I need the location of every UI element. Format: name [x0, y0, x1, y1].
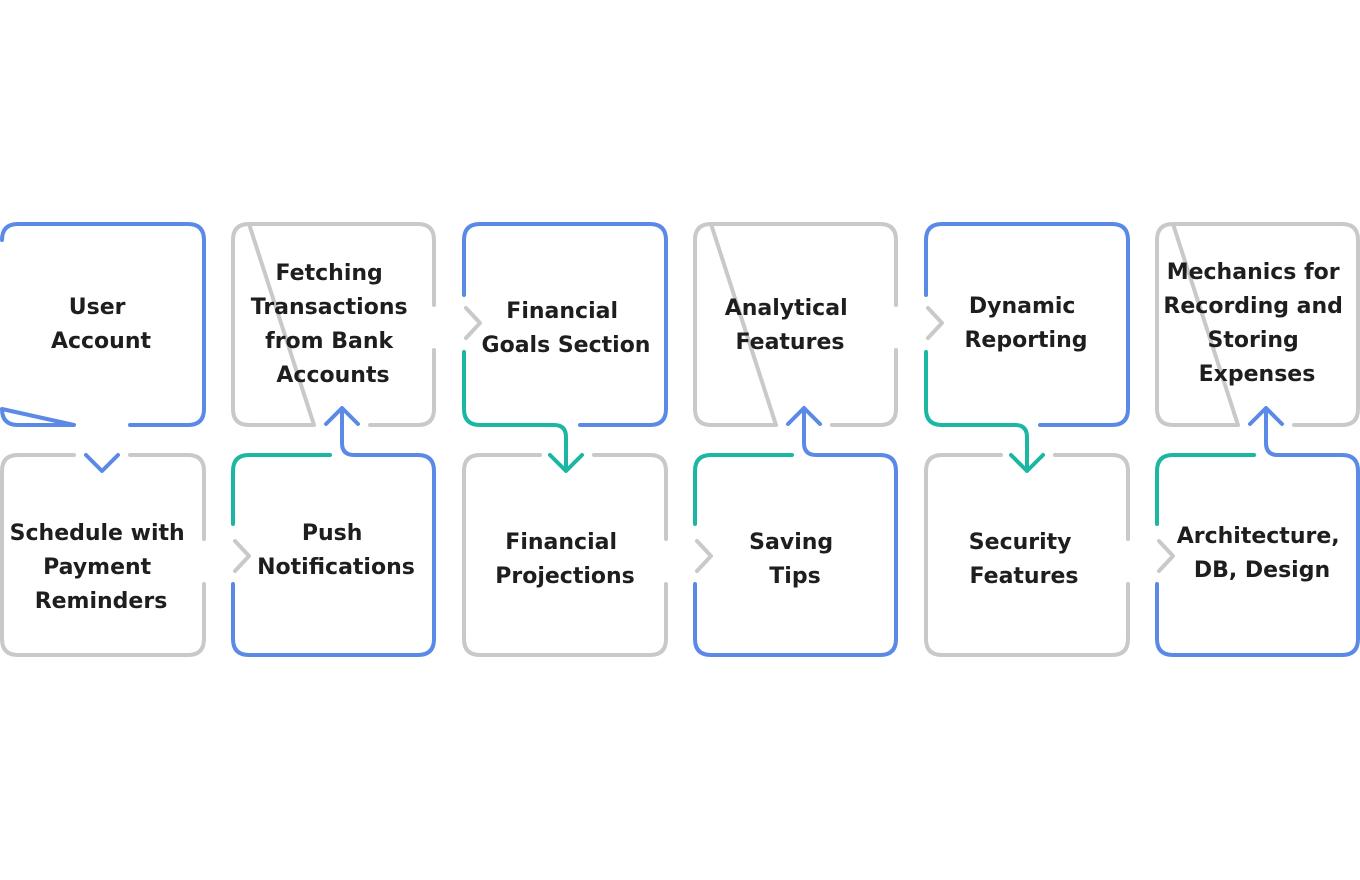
arrowhead-right-2	[464, 306, 482, 340]
step-financial-goals-blue-border	[462, 222, 668, 427]
arrowhead-down-1	[84, 453, 120, 473]
step-push-notifications-label: Push Notifications	[257, 521, 415, 580]
arrowhead-up-3	[1248, 406, 1284, 426]
arrowhead-right-4	[926, 306, 944, 340]
step-security-features-border	[924, 453, 1130, 657]
step-security-features-label: Security Features	[969, 530, 1079, 589]
step-financial-goals-teal-border	[462, 350, 568, 470]
arrowhead-up-1	[324, 406, 360, 426]
step-dynamic-reporting-label: Dynamic Reporting	[964, 294, 1087, 353]
arrowhead-right-5	[1157, 539, 1175, 573]
step-architecture: Architecture, DB, Design	[1155, 410, 1360, 657]
step-fetching-transactions: Fetching Transactions from Bank Accounts	[231, 222, 436, 427]
step-expenses-mechanics-label: Mechanics for Recording and Storing Expe…	[1163, 260, 1350, 387]
step-analytical-features: Analytical Features	[693, 222, 898, 427]
arrowhead-up-2	[786, 406, 822, 426]
step-financial-projections-label: Financial Projections	[495, 530, 635, 589]
step-dynamic-reporting-blue-border	[924, 222, 1130, 427]
step-saving-tips-blue-border	[693, 410, 898, 657]
arrowhead-down-3	[1009, 453, 1045, 473]
step-security-features: Security Features	[924, 453, 1130, 657]
step-architecture-blue-border	[1155, 410, 1360, 657]
step-dynamic-reporting-teal-border	[924, 350, 1029, 470]
step-analytical-features-border	[693, 222, 898, 427]
step-push-notifications-teal-border	[231, 453, 332, 526]
step-financial-goals: Financial Goals Section	[462, 222, 668, 470]
step-user-account: User Account	[0, 222, 206, 427]
step-fetching-transactions-border	[231, 222, 436, 427]
step-saving-tips: Saving Tips	[693, 410, 898, 657]
step-financial-projections-border	[462, 453, 668, 657]
step-push-notifications: Push Notifications	[231, 410, 436, 657]
step-user-account-border	[0, 222, 206, 427]
step-dynamic-reporting: Dynamic Reporting	[924, 222, 1130, 470]
step-saving-tips-teal-border	[693, 453, 794, 526]
step-expenses-mechanics: Mechanics for Recording and Storing Expe…	[1155, 222, 1360, 427]
step-user-account-label: User Account	[51, 295, 152, 354]
arrowhead-down-2	[548, 453, 584, 473]
step-financial-projections: Financial Projections	[462, 453, 668, 657]
step-push-notifications-blue-border	[231, 410, 436, 657]
step-payment-reminders-border	[0, 453, 206, 657]
step-fetching-transactions-label: Fetching Transactions from Bank Accounts	[251, 261, 416, 388]
step-payment-reminders: Schedule with Payment Reminders	[0, 453, 206, 657]
step-financial-goals-label: Financial Goals Section	[482, 299, 651, 358]
step-architecture-label: Architecture, DB, Design	[1177, 524, 1348, 583]
step-payment-reminders-label: Schedule with Payment Reminders	[10, 521, 193, 614]
arrowhead-right-3	[695, 539, 713, 573]
arrowhead-right-1	[233, 539, 251, 573]
step-architecture-teal-border	[1155, 453, 1256, 526]
step-saving-tips-label: Saving Tips	[749, 530, 841, 589]
step-analytical-features-label: Analytical Features	[725, 296, 856, 355]
step-expenses-mechanics-border	[1155, 222, 1360, 427]
